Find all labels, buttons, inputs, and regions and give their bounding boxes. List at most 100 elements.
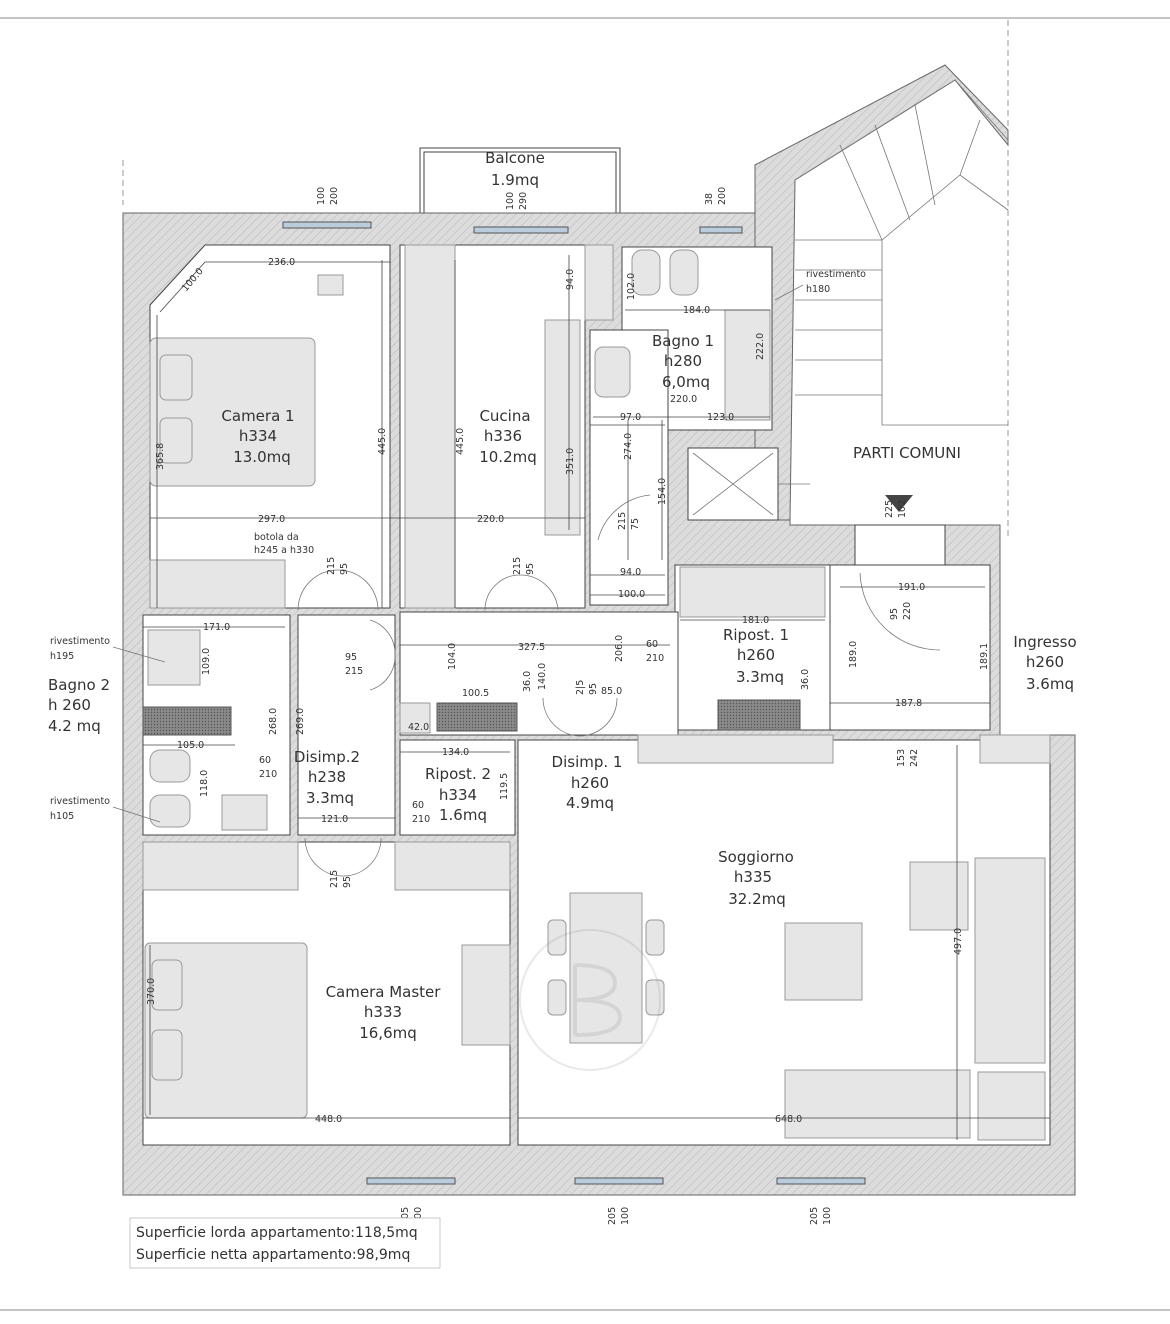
svg-text:236.0: 236.0: [268, 257, 295, 268]
svg-text:497.0: 497.0: [953, 928, 964, 955]
svg-text:121.0: 121.0: [321, 814, 348, 825]
svg-text:648.0: 648.0: [775, 1114, 802, 1125]
svg-text:100.5: 100.5: [462, 688, 489, 699]
chair: [317, 274, 344, 296]
svg-text:445.0: 445.0: [455, 428, 466, 455]
svg-text:118.0: 118.0: [199, 770, 210, 797]
svg-text:191.0: 191.0: [898, 582, 925, 593]
svg-text:351.0: 351.0: [565, 448, 576, 475]
svg-text:181.0: 181.0: [742, 615, 769, 626]
svg-text:100: 100: [413, 1207, 424, 1225]
svg-text:36.0: 36.0: [522, 671, 533, 692]
svg-text:215: 215: [617, 512, 628, 530]
svg-text:200: 200: [329, 187, 340, 205]
svg-text:94.0: 94.0: [620, 567, 641, 578]
surface-netta: Superficie netta appartamento:98,9mq: [136, 1247, 410, 1263]
svg-text:102: 102: [897, 500, 908, 518]
watermark-logo: [519, 929, 661, 1071]
svg-text:42.0: 42.0: [408, 722, 429, 733]
svg-text:100: 100: [316, 187, 327, 205]
svg-text:206.0: 206.0: [614, 635, 625, 662]
furniture: [142, 249, 1046, 1141]
svg-text:153: 153: [896, 749, 907, 767]
svg-text:327.5: 327.5: [518, 642, 545, 653]
surface-lorda: Superficie lorda appartamento:118,5mq: [136, 1225, 418, 1241]
balcony: [419, 147, 621, 214]
svg-text:445.0: 445.0: [377, 428, 388, 455]
svg-text:189.1: 189.1: [979, 643, 990, 670]
svg-text:268.0: 268.0: [268, 708, 279, 735]
entrance-arrow-icon: [885, 495, 913, 512]
coffee-table: [784, 922, 863, 1001]
svg-text:187.8: 187.8: [895, 698, 922, 709]
svg-text:60: 60: [646, 639, 658, 650]
svg-text:215: 215: [329, 870, 340, 888]
bidet: [669, 249, 699, 296]
svg-text:290: 290: [518, 192, 529, 210]
wardrobe: [394, 841, 511, 891]
cabinet: [142, 706, 232, 736]
svg-text:215: 215: [326, 557, 337, 575]
svg-text:97.0: 97.0: [620, 412, 641, 423]
svg-text:189.0: 189.0: [848, 641, 859, 668]
svg-text:100.0: 100.0: [618, 589, 645, 600]
svg-text:220: 220: [902, 602, 913, 620]
svg-text:200: 200: [717, 187, 728, 205]
svg-text:140.0: 140.0: [537, 663, 548, 690]
svg-text:370.0: 370.0: [146, 978, 157, 1005]
svg-text:75: 75: [630, 518, 641, 530]
svg-text:119.5: 119.5: [499, 773, 510, 800]
svg-text:95: 95: [889, 608, 900, 620]
svg-text:100: 100: [620, 1207, 631, 1225]
svg-text:109.0: 109.0: [201, 648, 212, 675]
svg-text:210: 210: [259, 769, 277, 780]
svg-text:220.0: 220.0: [477, 514, 504, 525]
svg-text:215: 215: [345, 666, 363, 677]
svg-text:100: 100: [822, 1207, 833, 1225]
sofa: [784, 1069, 971, 1139]
svg-text:85.0: 85.0: [601, 686, 622, 697]
sink: [147, 629, 201, 686]
svg-text:220.0: 220.0: [670, 394, 697, 405]
shower: [221, 794, 268, 831]
svg-text:2|5: 2|5: [575, 680, 586, 695]
svg-text:36.0: 36.0: [800, 669, 811, 690]
svg-text:215: 215: [512, 557, 523, 575]
svg-text:210: 210: [646, 653, 664, 664]
svg-text:225: 225: [884, 500, 895, 518]
svg-text:171.0: 171.0: [203, 622, 230, 633]
svg-text:102.0: 102.0: [626, 273, 637, 300]
svg-text:123.0: 123.0: [707, 412, 734, 423]
svg-text:95: 95: [342, 876, 353, 888]
svg-text:95: 95: [345, 652, 357, 663]
svg-text:154.0: 154.0: [657, 478, 668, 505]
dining-table: [569, 892, 643, 1044]
svg-text:205: 205: [607, 1207, 618, 1225]
doors: [297, 494, 941, 877]
svg-text:95: 95: [525, 563, 536, 575]
svg-text:95: 95: [339, 563, 350, 575]
dimension-lines: [143, 255, 1050, 1140]
svg-text:60: 60: [412, 800, 424, 811]
parti-comuni-label: PARTI COMUNI: [853, 444, 961, 462]
surface-summary: Superficie lorda appartamento:118,5mq Su…: [129, 1217, 441, 1269]
sink: [594, 346, 631, 398]
